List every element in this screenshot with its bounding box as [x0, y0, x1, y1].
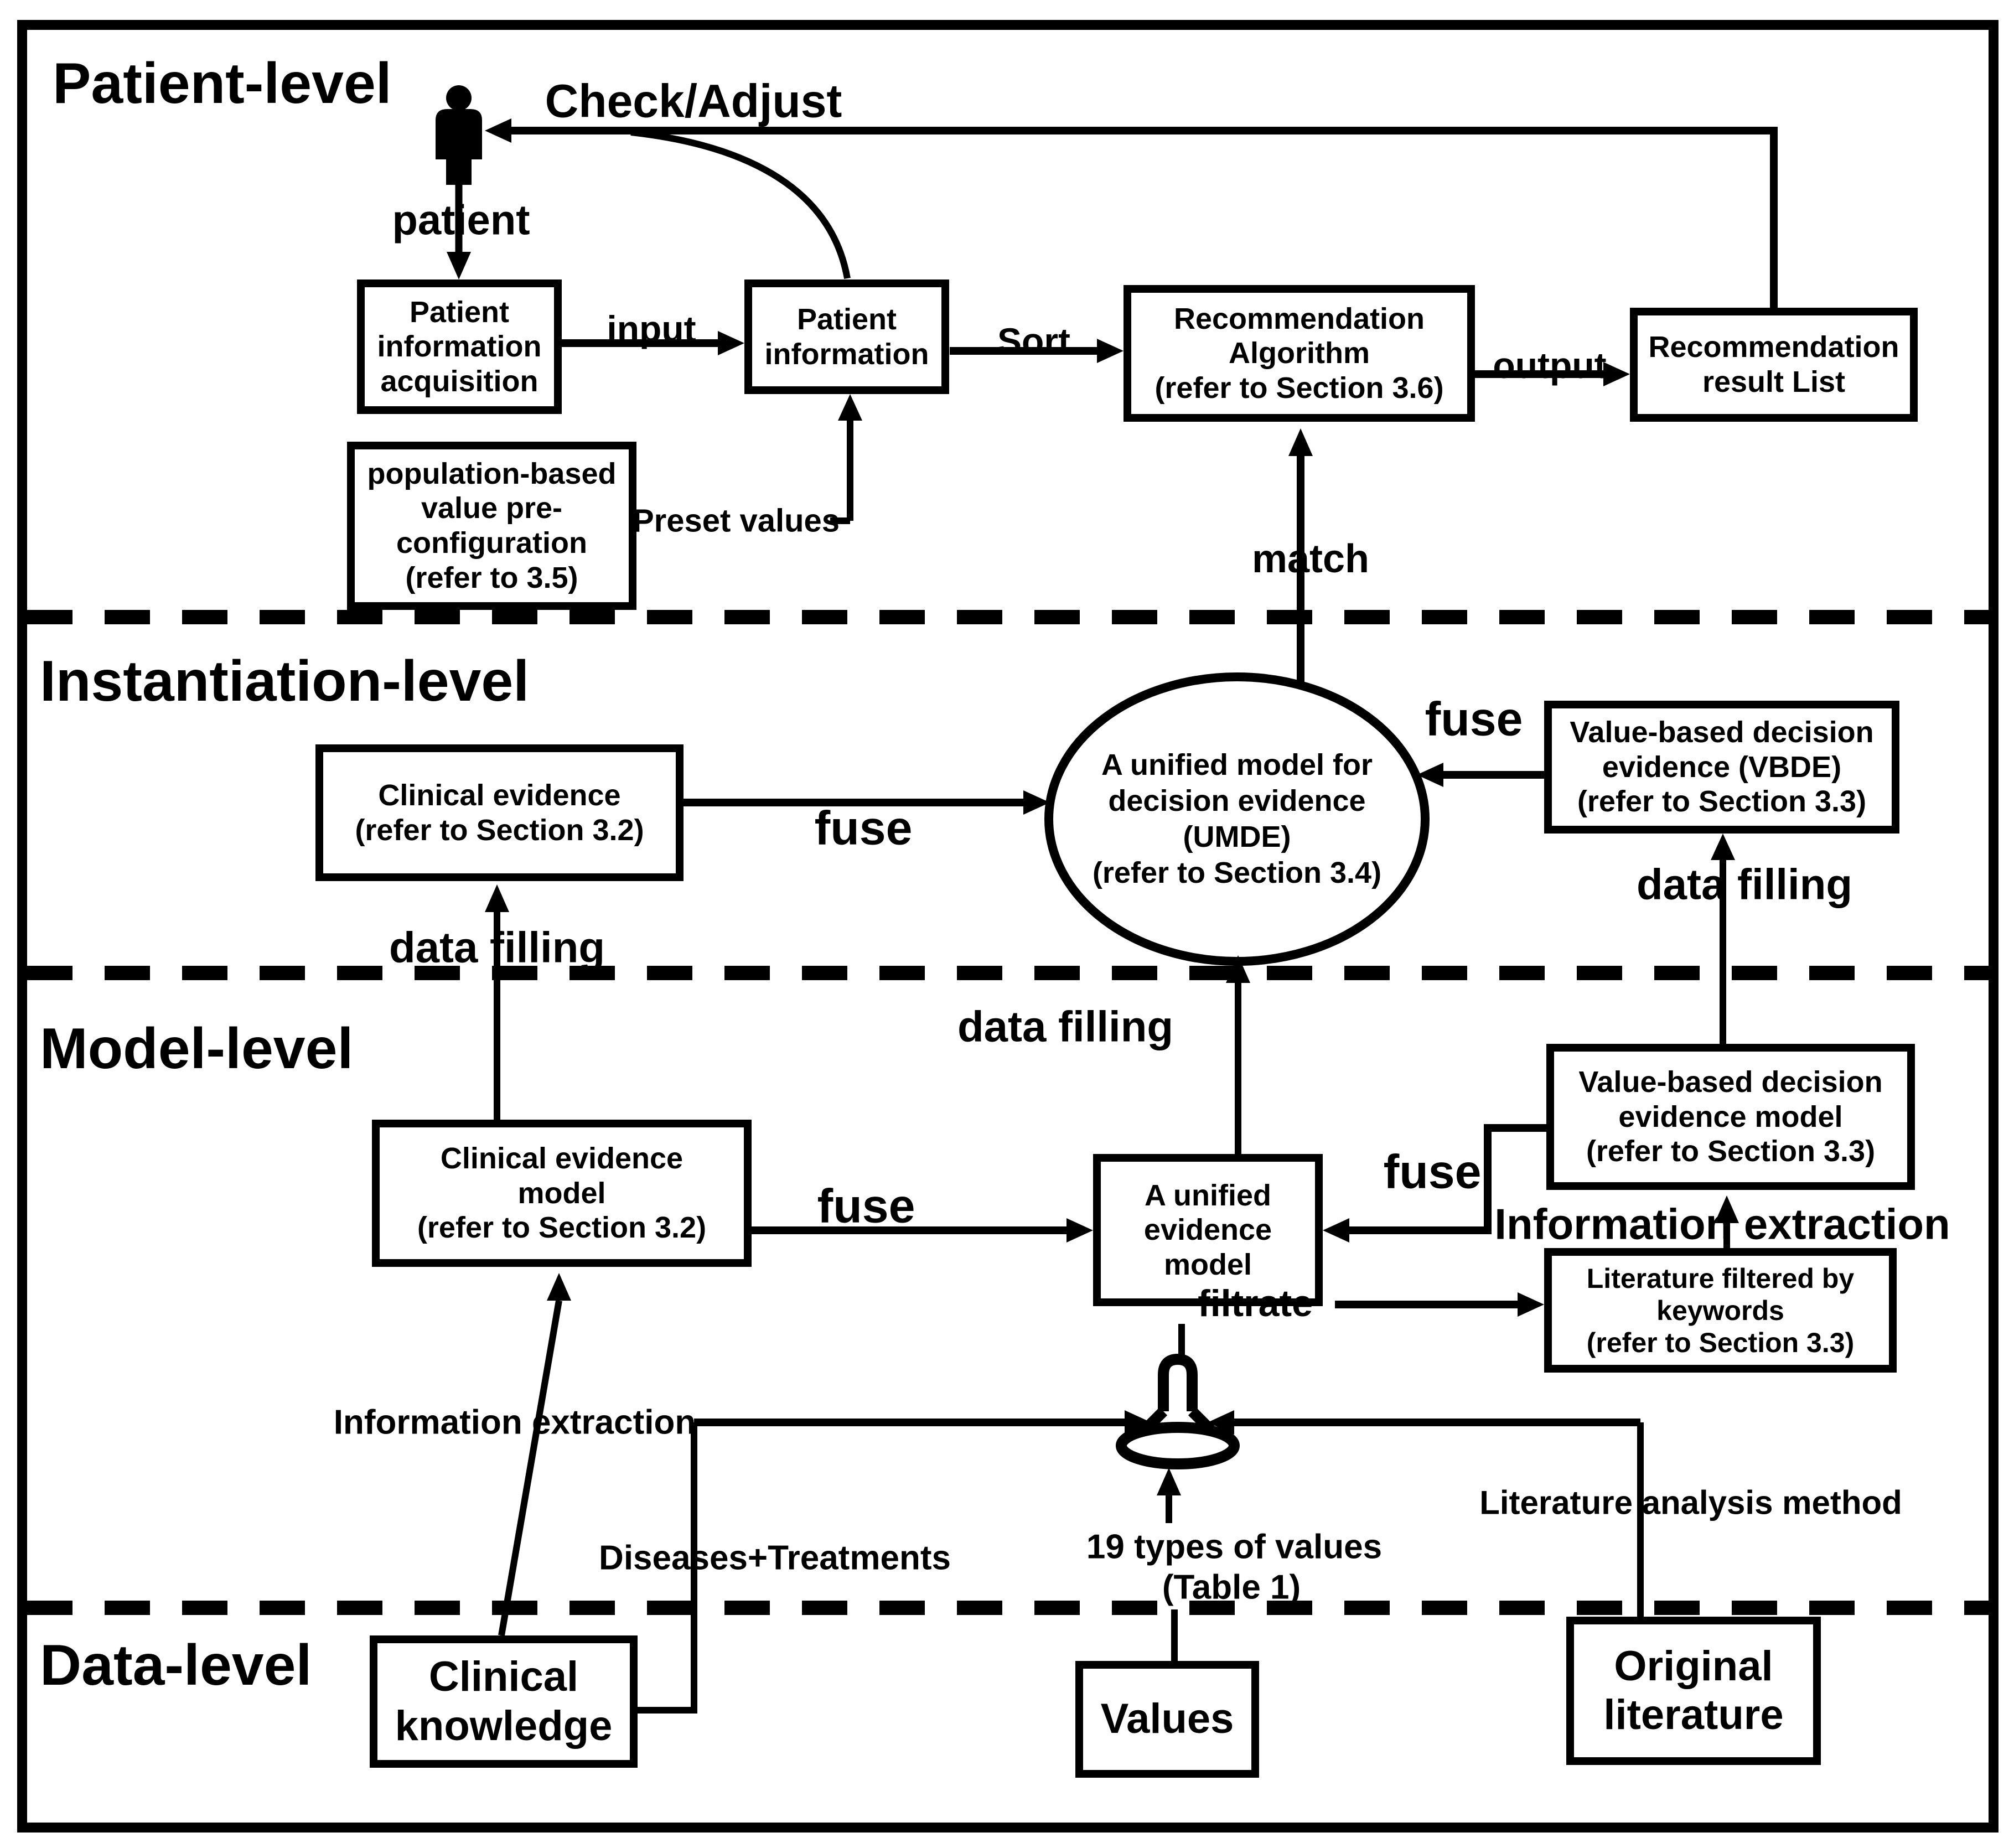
box-clinical-evidence: Clinical evidence (refer to Section 3.2) [315, 744, 684, 881]
box-literature-filtered: Literature filtered by keywords (refer t… [1544, 1248, 1897, 1373]
box-unified-evidence-model: A unified evidence model [1093, 1154, 1323, 1306]
box-vbde-model: Value-based decision evidence model (ref… [1546, 1044, 1915, 1190]
title-model-level: Model-level [40, 1017, 354, 1081]
box-recommendation-result-list: Recommendation result List [1630, 308, 1918, 422]
label-data-filling-right: data filling [1637, 860, 1852, 909]
arrowheads [447, 118, 1739, 1495]
label-19-types-of-values: 19 types of values [1086, 1528, 1383, 1566]
box-clinical-evidence-model: Clinical evidence model (refer to Sectio… [372, 1120, 752, 1267]
label-check-adjust: Check/Adjust [545, 75, 842, 127]
box-patient-information: Patient information [744, 279, 949, 394]
label-match: match [1251, 537, 1370, 581]
label-patient: patient [392, 196, 530, 244]
box-original-literature: Original literature [1566, 1617, 1821, 1765]
label-filtrate: filtrate [1198, 1282, 1313, 1324]
box-recommendation-algorithm: Recommendation Algorithm (refer to Secti… [1124, 285, 1475, 422]
label-table-1: (Table 1) [1162, 1568, 1301, 1607]
title-patient-level: Patient-level [53, 51, 392, 116]
label-information-extraction-small: Information extraction [333, 1403, 696, 1442]
label-data-filling-center: data filling [957, 1002, 1173, 1051]
label-diseases-treatments: Diseases+Treatments [599, 1539, 951, 1577]
label-sort: Sort [997, 320, 1070, 361]
box-clinical-knowledge: Clinical knowledge [370, 1635, 638, 1768]
title-data-level: Data-level [40, 1633, 312, 1697]
label-preset-values: Preset values [632, 503, 840, 539]
umde-ellipse: A unified model for decision evidence (U… [1092, 748, 1382, 889]
label-information-extraction-big: Information extraction [1494, 1199, 1950, 1249]
label-literature-analysis-method: Literature analysis method [1479, 1484, 1902, 1521]
box-values: Values [1075, 1661, 1259, 1778]
title-instantiation-level: Instantiation-level [40, 649, 530, 713]
label-fuse-model-right: fuse [1383, 1145, 1482, 1199]
funnel-icon [1116, 1353, 1240, 1469]
label-fuse-instantiation-left: fuse [814, 801, 913, 855]
person-icon [436, 85, 482, 185]
label-fuse-instantiation-right: fuse [1425, 692, 1523, 746]
box-vbde: Value-based decision evidence (VBDE) (re… [1544, 701, 1899, 834]
label-fuse-model-left: fuse [817, 1179, 915, 1233]
box-population-based-preconfiguration: population-based value pre- configuratio… [347, 442, 636, 610]
label-data-filling-left: data filling [389, 923, 605, 972]
label-output: output [1493, 345, 1607, 386]
diagram-border [17, 20, 1999, 1833]
label-input: input [607, 308, 696, 349]
box-patient-information-acquisition: Patient information acquisition [357, 279, 562, 414]
